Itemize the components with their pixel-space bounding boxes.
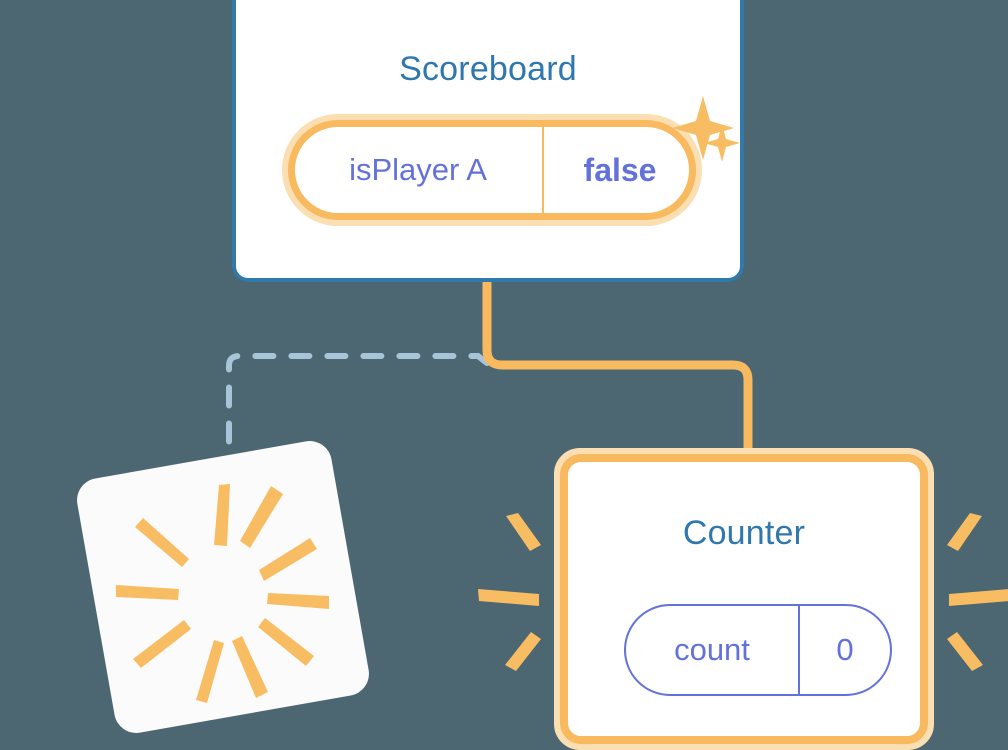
- counter-state-pill[interactable]: count 0: [624, 604, 892, 696]
- sparkle-large-icon: [672, 96, 734, 160]
- pill-divider: [798, 606, 800, 694]
- burst-rays-counter-left: [478, 513, 541, 671]
- counter-pill-key: count: [674, 632, 750, 667]
- counter-card[interactable]: Counter count 0: [554, 448, 934, 750]
- scoreboard-title: Scoreboard: [399, 50, 577, 88]
- burst-rays-counter-right: [947, 513, 1008, 671]
- dashed-connector-scoreboard-to-card: [226, 353, 490, 481]
- pill-divider: [542, 127, 544, 213]
- scoreboard-pill-key: isPlayer A: [349, 152, 487, 187]
- scoreboard-card[interactable]: Scoreboard isPlayer A false: [232, 0, 744, 282]
- scoreboard-pill-value: false: [583, 151, 657, 188]
- counter-glow-ring: [554, 448, 934, 750]
- burst-rays-card: [116, 484, 329, 703]
- counter-highlight-ring: [560, 454, 928, 744]
- pill-glow-ring: [282, 114, 702, 226]
- counter-title: Counter: [682, 514, 806, 552]
- counter-pill-value: 0: [836, 632, 854, 667]
- scoreboard-state-pill[interactable]: isPlayer A false: [282, 114, 702, 226]
- sparkle-small-icon: [704, 124, 740, 162]
- solid-connector-scoreboard-to-counter: [482, 282, 753, 462]
- pill-highlight-ring: [288, 120, 696, 220]
